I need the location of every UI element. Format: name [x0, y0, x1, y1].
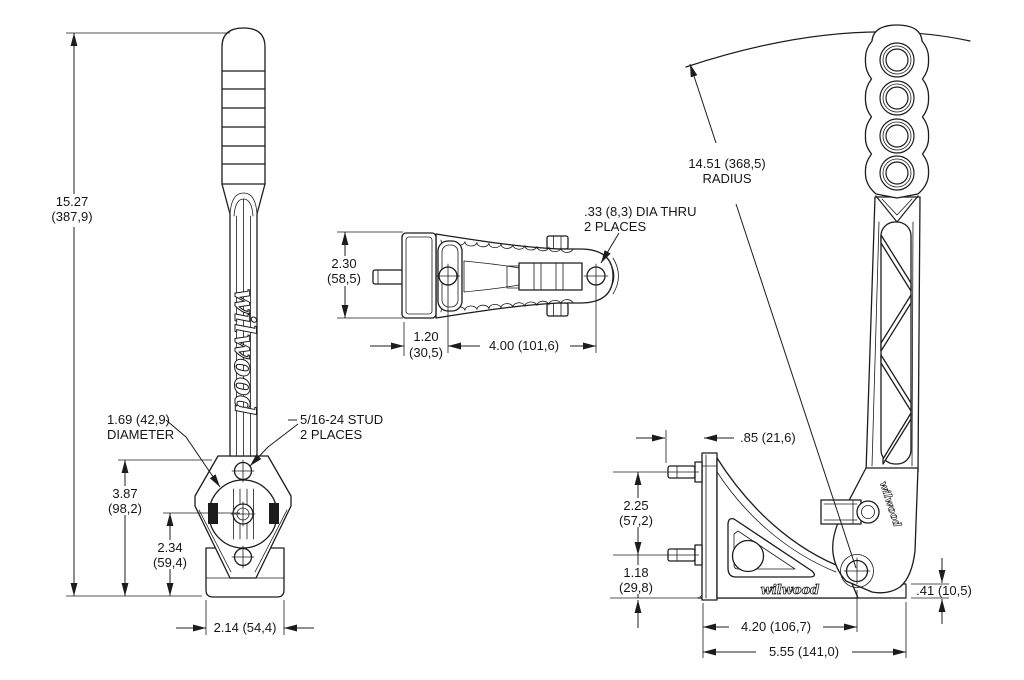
front-center-height-mm: (59,4) [153, 555, 187, 570]
front-lever: wilwood [221, 27, 266, 457]
bracket-hole [731, 539, 765, 573]
side-radius-line2: RADIUS [702, 171, 751, 186]
brand-logo-front-lever: wilwood [228, 289, 261, 415]
top-dimensions: 2.30 (58,5) 1.20 (30,5) 4.00 (101,6) .33… [321, 204, 696, 360]
finger-holes [879, 42, 915, 191]
front-overall-height-mm: (387,9) [51, 209, 92, 224]
front-bore-label-line1: 1.69 (42,9) [107, 412, 170, 427]
top-clamp-block [518, 262, 583, 291]
front-base-width: 2.14 (54,4) [214, 620, 277, 635]
swing-arc [685, 31, 971, 68]
side-overall-length: 5.55 (141,0) [769, 644, 839, 659]
front-pivot-bore [208, 459, 279, 569]
top-nut-upper [546, 235, 569, 250]
front-stud-label-line2: 2 PLACES [300, 427, 362, 442]
front-stud-label-line1: 5/16-24 STUD [300, 412, 383, 427]
bore-side-pad-left [208, 503, 218, 524]
side-radius-line1: 14.51 (368,5) [688, 156, 765, 171]
top-nut-lower [546, 302, 569, 317]
top-thru-label-line1: .33 (8,3) DIA THRU [584, 204, 696, 219]
top-thru-label-line2: 2 PLACES [584, 219, 646, 234]
clevis-boss [856, 500, 880, 524]
front-center-height-in: 2.34 [157, 540, 182, 555]
side-base-height: .41 (10,5) [916, 583, 972, 598]
front-view: wilwood 15.27 (387,9) [44, 27, 383, 635]
top-body-width-mm: (58,5) [327, 271, 361, 286]
side-pivot-distance: 4.20 (106,7) [741, 619, 811, 634]
top-hole-offset-in: 1.20 [413, 329, 438, 344]
side-stud-spacing-in: 2.25 [623, 498, 648, 513]
front-bore-label-line2: DIAMETER [107, 427, 174, 442]
side-stud-spacing-mm: (57,2) [619, 513, 653, 528]
top-body-width-in: 2.30 [331, 256, 356, 271]
side-dimensions: 14.51 (368,5) RADIUS .85 (21,6) 2.25 (57… [610, 63, 972, 659]
front-overall-height-in: 15.27 [56, 194, 89, 209]
top-hole-spacing: 4.00 (101,6) [489, 338, 559, 353]
top-hole-offset-mm: (30,5) [409, 345, 443, 360]
top-grip-block [401, 232, 437, 319]
push-rod [372, 269, 404, 285]
top-body [372, 232, 619, 319]
side-view: wilwood wilwood [610, 24, 972, 659]
front-stud-height-mm: (98,2) [108, 501, 142, 516]
top-view: 2.30 (58,5) 1.20 (30,5) 4.00 (101,6) .33… [321, 204, 696, 360]
brand-logo-bracket: wilwood [761, 583, 820, 598]
bore-side-pad-right [269, 503, 279, 524]
front-dimensions: 15.27 (387,9) 3.87 (98,2) 2.34 (59,4) 2.… [44, 32, 383, 635]
side-lever: wilwood [820, 24, 930, 594]
side-lower-stud-in: 1.18 [623, 565, 648, 580]
side-stud-length: .85 (21,6) [740, 430, 796, 445]
side-lower-stud-mm: (29,8) [619, 580, 653, 595]
front-stud-height-in: 3.87 [112, 486, 137, 501]
